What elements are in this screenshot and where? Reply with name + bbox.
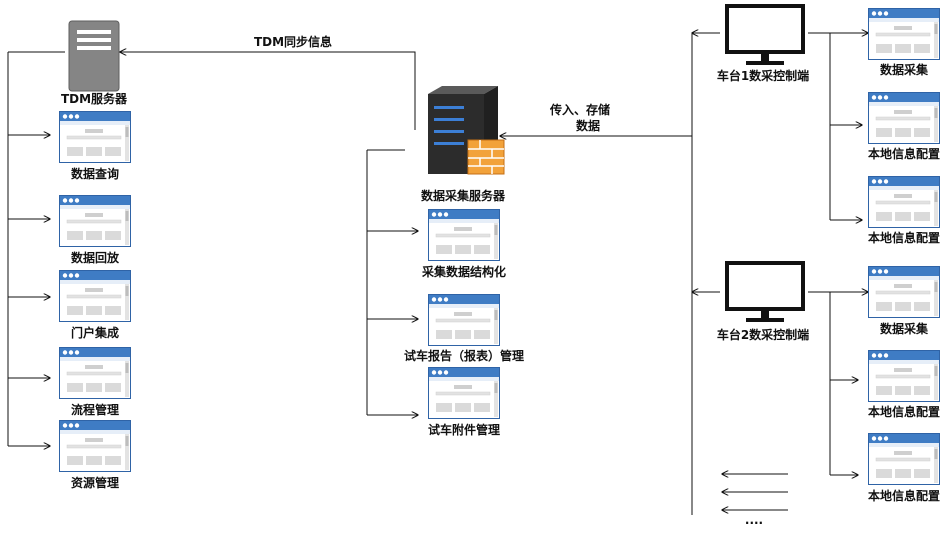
window-icon-resource-management <box>59 420 131 472</box>
window-icon-station1-data-collection <box>868 8 940 60</box>
tdm-server-label: TDM服务器 <box>60 92 128 106</box>
window-icon-station2-local-config-b <box>868 433 940 485</box>
tdm-sync-label: TDM同步信息 <box>253 35 333 49</box>
left-item-data-query: 数据查询 <box>70 167 120 181</box>
middle-item-structuring: 采集数据结构化 <box>421 265 507 279</box>
window-icon-station1-local-config-b <box>868 176 940 228</box>
station1-item-data-collection: 数据采集 <box>879 63 929 77</box>
middle-item-attachment-management: 试车附件管理 <box>427 423 501 437</box>
station-1-monitor-icon <box>725 4 805 65</box>
data-collection-server-label: 数据采集服务器 <box>420 189 506 203</box>
left-item-process-management: 流程管理 <box>70 403 120 417</box>
data-collection-server-icon <box>428 86 505 175</box>
window-icon-data-playback <box>59 195 131 247</box>
left-item-resource-management: 资源管理 <box>70 476 120 490</box>
station-1-label: 车台1数采控制端 <box>716 69 810 83</box>
window-icon-structuring <box>428 209 500 261</box>
window-icon-station2-data-collection <box>868 266 940 318</box>
left-item-data-playback: 数据回放 <box>70 251 120 265</box>
station1-item-local-config-b: 本地信息配置 <box>867 231 941 245</box>
upload-label-line1: 传入、存储 <box>549 103 611 117</box>
window-icon-portal-integration <box>59 270 131 322</box>
upload-label-line2: 数据 <box>575 119 601 133</box>
middle-item-report-management: 试车报告（报表）管理 <box>403 349 525 363</box>
window-icon-attachment-management <box>428 367 500 419</box>
station-2-label: 车台2数采控制端 <box>716 328 810 342</box>
window-icon-report-management <box>428 294 500 346</box>
window-icon-process-management <box>59 347 131 399</box>
more-stations-ellipsis: ···· <box>744 516 764 530</box>
tdm-sync-connector <box>120 52 416 130</box>
tdm-server-icon <box>68 20 120 92</box>
window-icon-data-query <box>59 111 131 163</box>
station1-item-local-config-a: 本地信息配置 <box>867 147 941 161</box>
station2-item-data-collection: 数据采集 <box>879 322 929 336</box>
left-item-portal-integration: 门户集成 <box>70 326 120 340</box>
station2-item-local-config-a: 本地信息配置 <box>867 405 941 419</box>
station2-item-local-config-b: 本地信息配置 <box>867 489 941 503</box>
window-icon-station1-local-config-a <box>868 92 940 144</box>
station-2-monitor-icon <box>725 261 805 322</box>
window-icon-station2-local-config-a <box>868 350 940 402</box>
